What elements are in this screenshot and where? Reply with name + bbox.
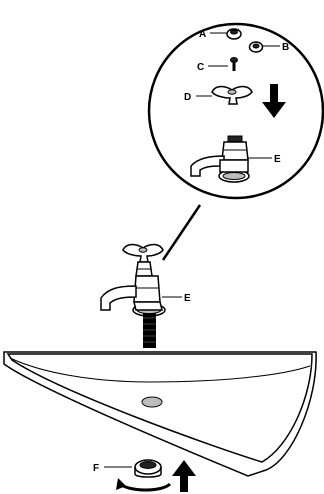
label-c: C [197,62,204,73]
part-a-nut: A [199,28,242,40]
label-a: A [199,29,206,40]
rotate-arrow-icon [116,478,172,492]
label-e-inset: E [274,154,281,165]
part-e-faucet-body-inset: E [190,135,281,183]
part-f-mounting-nut: F [93,459,162,478]
faucet-hole [141,396,163,408]
label-f: F [93,463,99,474]
faucet-assembly: E [100,243,191,348]
part-b-cap: B [248,41,289,53]
zoom-connector-line [161,204,202,261]
label-d: D [184,92,191,103]
up-arrow-icon [172,460,196,492]
down-arrow-icon [262,84,286,118]
label-b: B [282,42,289,53]
part-c-screw: C [197,57,238,73]
detail-inset: A B C D [147,22,324,200]
label-e-main: E [184,293,191,304]
sink-basin [3,351,317,477]
detail-circle [147,22,324,200]
part-d-cross-handle: D [184,85,253,105]
